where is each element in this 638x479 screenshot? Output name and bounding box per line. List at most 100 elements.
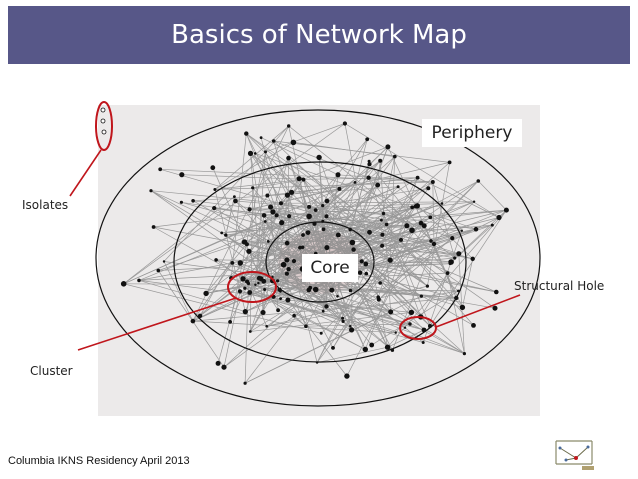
network-edge xyxy=(239,291,424,343)
network-node xyxy=(301,245,305,249)
network-edge xyxy=(383,213,431,327)
periphery-ring xyxy=(95,109,541,407)
network-node xyxy=(385,144,391,150)
network-node xyxy=(364,271,369,276)
network-node xyxy=(496,214,502,221)
network-edge xyxy=(229,283,249,323)
network-edge xyxy=(326,200,428,287)
structural-hole-label: Structural Hole xyxy=(514,279,605,293)
network-edge xyxy=(244,283,249,384)
network-node xyxy=(414,203,420,209)
network-edge xyxy=(288,125,455,259)
network-node xyxy=(270,209,276,215)
network-edge xyxy=(322,205,477,230)
network-edge xyxy=(242,203,443,280)
network-node xyxy=(408,322,412,326)
network-edge xyxy=(246,181,433,282)
network-node xyxy=(233,195,236,199)
network-edge xyxy=(316,222,422,363)
network-node xyxy=(158,167,163,172)
cluster-highlight xyxy=(227,271,277,303)
network-edge xyxy=(308,216,431,327)
network-node xyxy=(313,208,318,213)
structural-hole-highlight xyxy=(399,316,437,340)
network-edge xyxy=(214,125,289,190)
network-node xyxy=(285,297,291,303)
network-edge xyxy=(192,297,457,322)
network-edge xyxy=(230,133,247,279)
network-node xyxy=(240,276,246,282)
network-node xyxy=(408,309,415,316)
network-edge xyxy=(216,259,295,262)
network-edge xyxy=(422,230,463,343)
network-node xyxy=(341,319,345,323)
network-edge xyxy=(252,179,304,189)
network-node xyxy=(460,229,463,232)
network-node xyxy=(430,180,435,184)
network-node xyxy=(305,230,311,236)
network-edge xyxy=(293,142,395,157)
network-node xyxy=(331,346,335,350)
network-node xyxy=(287,124,291,128)
network-node xyxy=(237,289,243,294)
network-edge xyxy=(458,253,465,354)
network-node xyxy=(367,162,372,167)
network-node xyxy=(228,320,233,324)
network-node xyxy=(296,176,302,182)
network-edge xyxy=(346,225,425,377)
network-node xyxy=(254,283,257,286)
network-node xyxy=(376,295,381,300)
network-node xyxy=(403,326,407,329)
network-node xyxy=(369,342,375,348)
network-node xyxy=(494,289,499,295)
network-node xyxy=(448,262,452,266)
network-node xyxy=(329,287,335,293)
isolate-nodes xyxy=(100,107,107,135)
network-node xyxy=(324,304,329,309)
network-node xyxy=(279,220,285,226)
network-node xyxy=(324,198,330,204)
network-node xyxy=(247,207,252,212)
network-node xyxy=(319,331,323,335)
network-node xyxy=(264,150,267,154)
network-node xyxy=(341,316,345,320)
network-node xyxy=(287,214,292,219)
network-node xyxy=(220,231,224,235)
network-edge xyxy=(447,273,465,354)
network-node xyxy=(375,182,381,188)
network-node xyxy=(473,226,479,232)
network-node xyxy=(162,260,166,263)
network-node xyxy=(321,309,325,313)
network-node xyxy=(247,150,254,156)
network-edge xyxy=(273,160,381,298)
periphery-label: Periphery xyxy=(431,123,513,143)
core-label-box: Core xyxy=(302,254,358,282)
network-node xyxy=(394,331,397,334)
network-edge xyxy=(379,180,479,284)
network-node xyxy=(380,218,383,222)
network-node xyxy=(353,181,357,184)
network-edge xyxy=(123,215,277,285)
network-node xyxy=(190,318,196,324)
network-node xyxy=(203,290,209,297)
network-edge xyxy=(316,177,418,363)
network-edge xyxy=(244,287,344,322)
network-node xyxy=(351,247,356,252)
network-node xyxy=(276,308,280,313)
network-node xyxy=(266,240,270,243)
network-edge xyxy=(255,151,266,285)
network-edge xyxy=(221,232,344,322)
network-node xyxy=(197,313,203,318)
network-node xyxy=(291,259,297,264)
network-node xyxy=(457,289,460,293)
network-edge xyxy=(123,123,346,285)
network-edge xyxy=(381,219,474,326)
network-node xyxy=(415,175,420,180)
network-edge xyxy=(240,160,381,264)
network-node xyxy=(421,223,427,229)
network-node xyxy=(301,177,306,182)
network-node xyxy=(268,204,274,210)
network-node xyxy=(279,297,282,300)
network-node xyxy=(251,186,255,190)
network-node xyxy=(365,137,370,142)
